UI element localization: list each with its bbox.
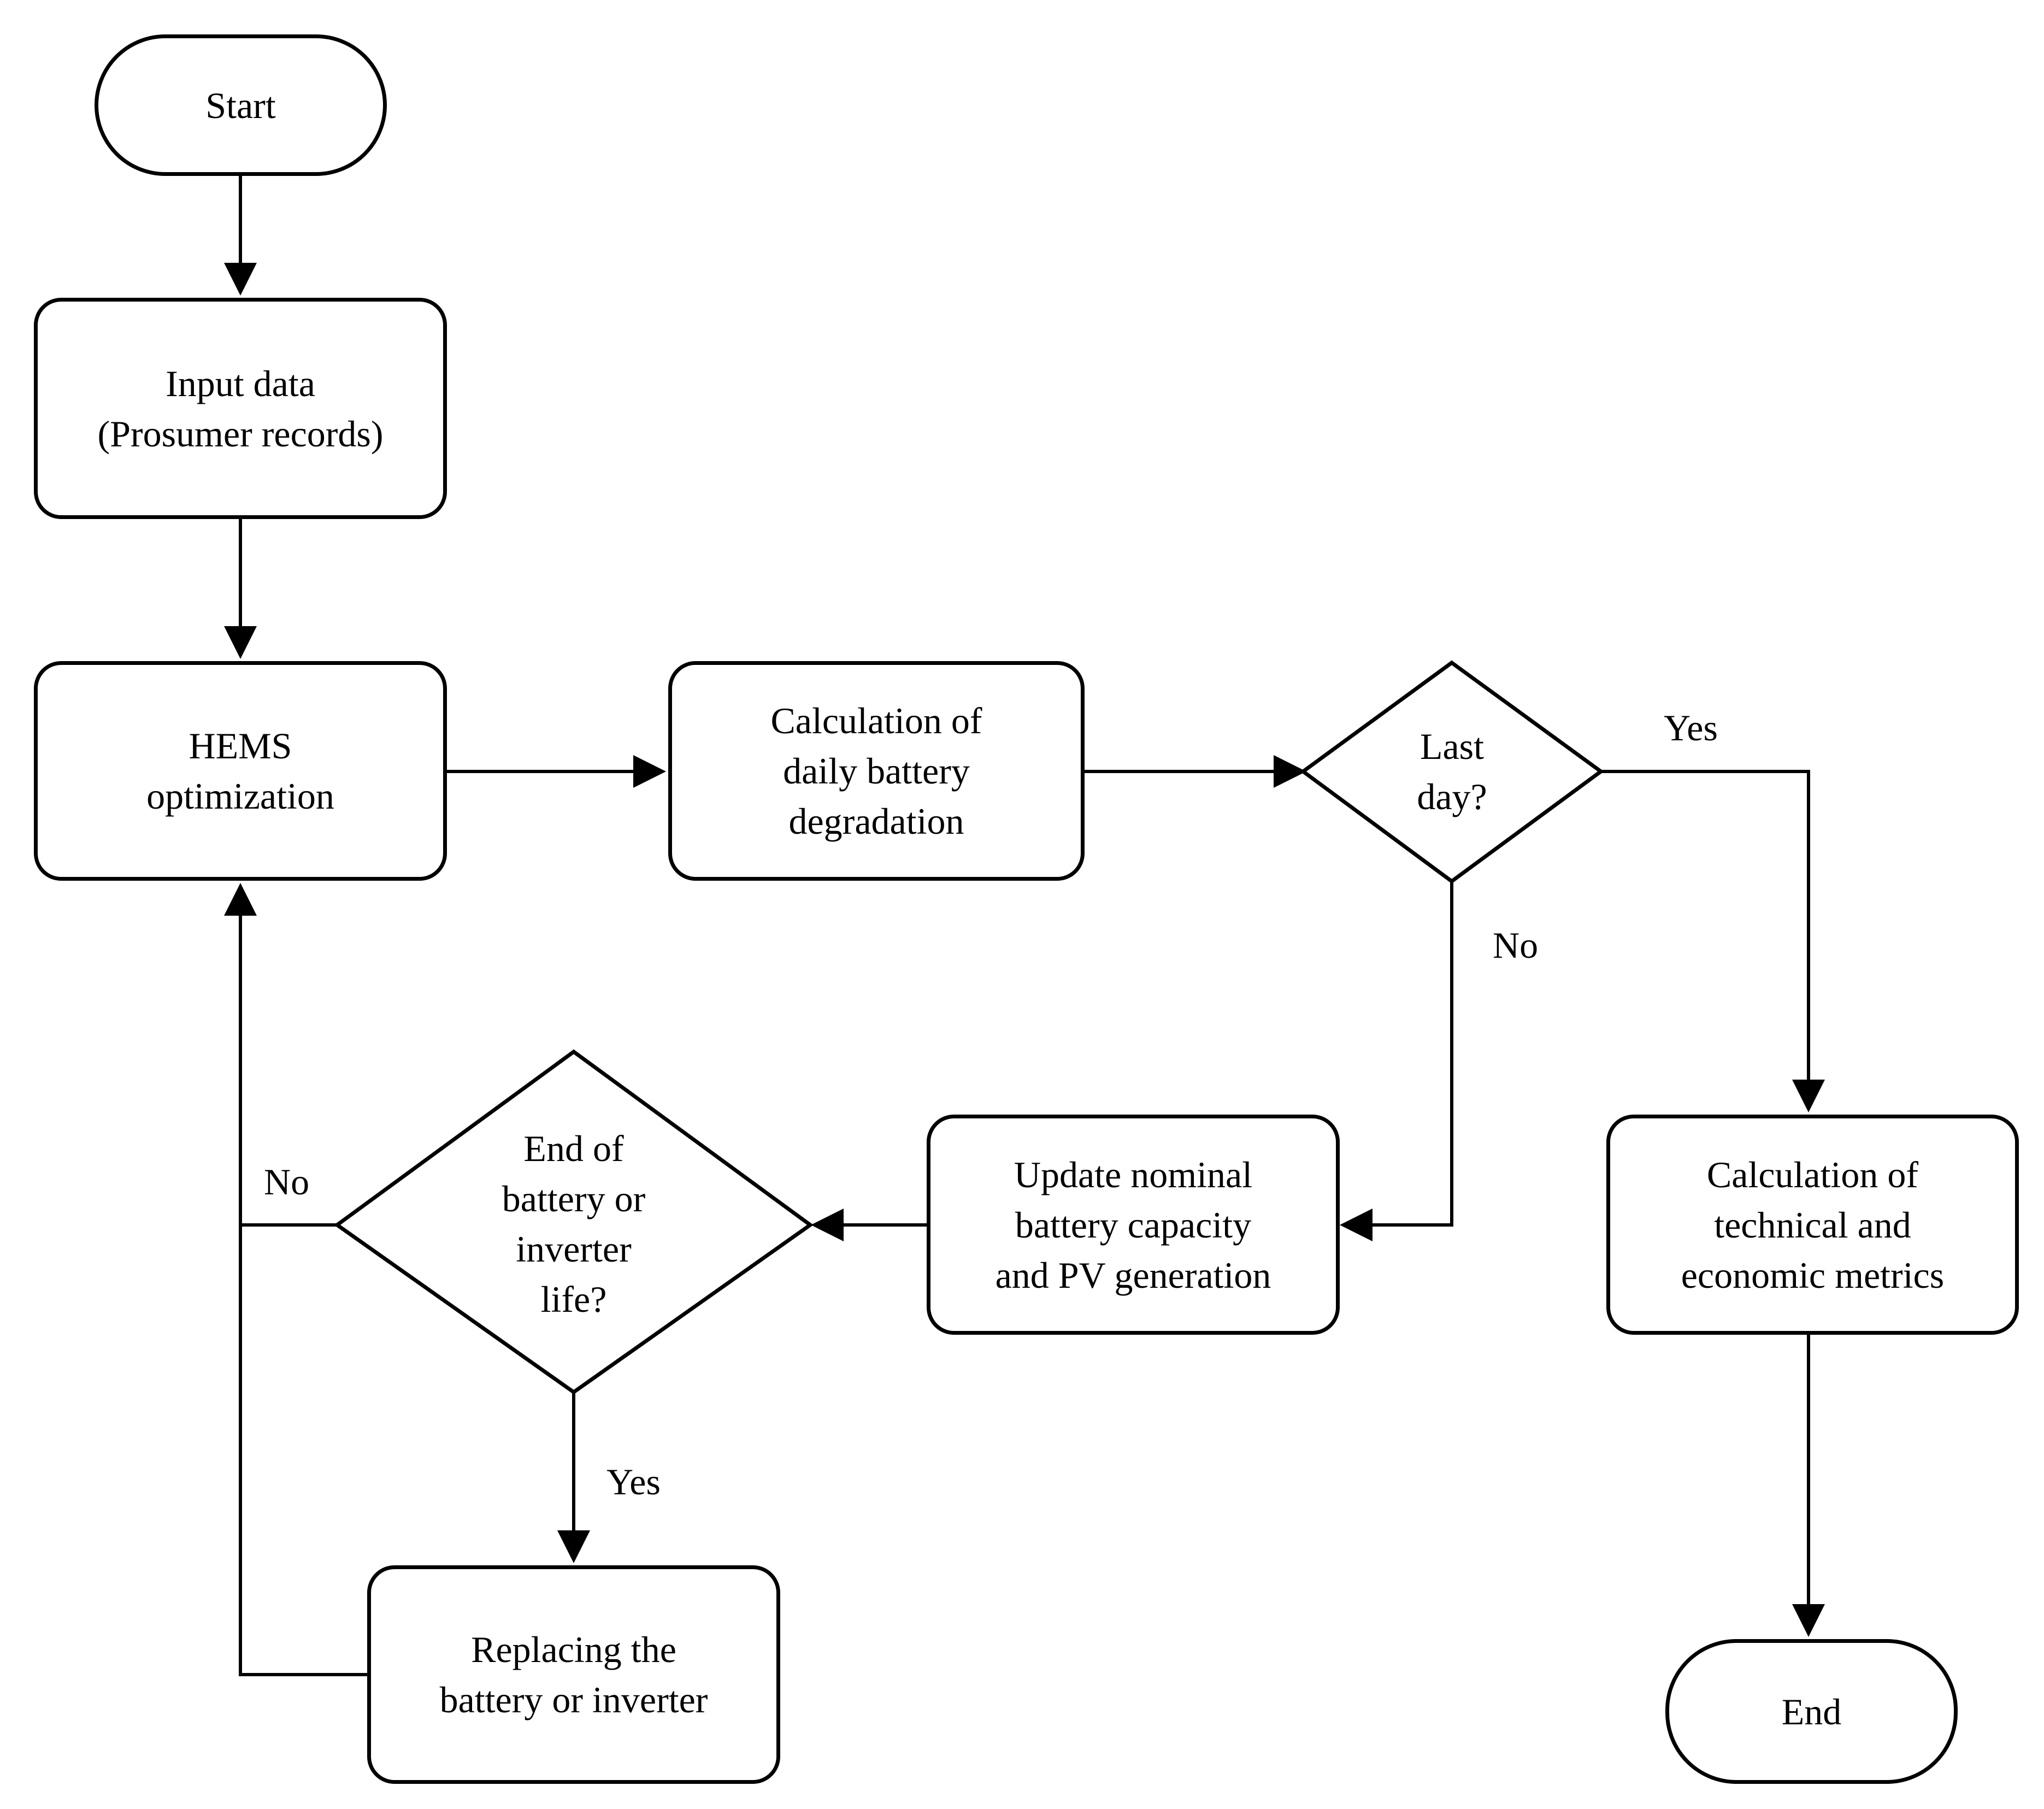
input-data-box: Input data (Prosumer records) (34, 298, 447, 519)
daily-degradation-box: Calculation of daily battery degradation (668, 661, 1085, 881)
input-data-label: Input data (Prosumer records) (97, 362, 384, 455)
start-label: Start (205, 84, 276, 126)
decision-end-of-life-label: End of battery or inverter life? (502, 1128, 646, 1320)
daily-degradation-label: Calculation of daily battery degradation (770, 700, 982, 842)
metrics-box: Calculation of technical and economic me… (1606, 1115, 2019, 1335)
edge-label-end-of-life-yes: Yes (606, 1461, 661, 1502)
replace-battery-label: Replacing the battery or inverter (439, 1629, 708, 1720)
decision-last-day: Last day? (1355, 690, 1549, 853)
end-label: End (1781, 1690, 1842, 1733)
hems-optimization-box: HEMS optimization (34, 661, 447, 881)
edge-replace-to-loop (239, 1225, 367, 1676)
edge-lastday-yes-to-metrics (1601, 770, 1825, 1112)
end-terminal: End (1665, 1639, 1958, 1784)
start-terminal: Start (95, 34, 387, 176)
update-capacity-label: Update nominal battery capacity and PV g… (995, 1153, 1271, 1296)
update-capacity-box: Update nominal battery capacity and PV g… (927, 1115, 1340, 1335)
metrics-label: Calculation of technical and economic me… (1681, 1153, 1945, 1296)
decision-end-of-life-shape (334, 1049, 814, 1395)
edge-label-end-of-life-no: No (264, 1161, 310, 1203)
edge-label-last-day-no: No (1493, 924, 1539, 966)
edge-label-last-day-yes: Yes (1664, 707, 1718, 749)
decision-end-of-life: End of battery or inverter life? (437, 1115, 710, 1333)
edge-lastday-no-to-update (1340, 881, 1453, 1241)
replace-battery-box: Replacing the battery or inverter (367, 1565, 780, 1784)
decision-last-day-label: Last day? (1417, 726, 1487, 817)
decision-last-day-shape (1300, 660, 1604, 884)
hems-optimization-label: HEMS optimization (146, 725, 334, 817)
